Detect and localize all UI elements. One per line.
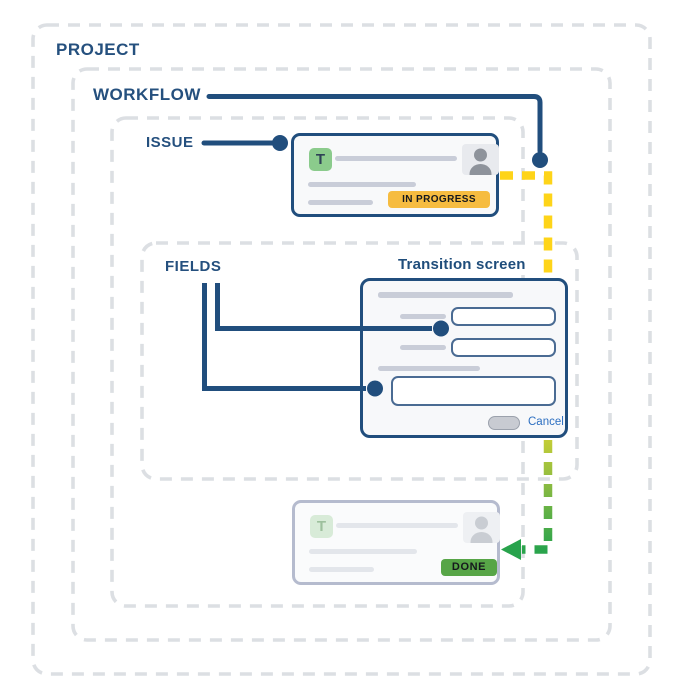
field-label-placeholder bbox=[400, 345, 446, 350]
fields-boundary-box bbox=[140, 241, 579, 481]
project-boundary-box bbox=[31, 23, 652, 676]
input-field-2[interactable] bbox=[451, 338, 556, 357]
text-placeholder bbox=[378, 292, 513, 298]
issue-label: ISSUE bbox=[146, 134, 194, 151]
fields-pointer-dot-1 bbox=[433, 320, 449, 337]
text-placeholder bbox=[378, 366, 480, 371]
project-label: PROJECT bbox=[56, 40, 140, 59]
text-placeholder bbox=[309, 549, 417, 554]
task-type-icon: T bbox=[310, 515, 333, 538]
cancel-button[interactable] bbox=[488, 416, 520, 430]
transition-screen-label: Transition screen bbox=[392, 255, 532, 274]
workflow-pointer-line bbox=[206, 94, 543, 154]
text-placeholder bbox=[335, 156, 457, 161]
text-placeholder bbox=[308, 182, 416, 187]
avatar-icon bbox=[462, 144, 499, 175]
task-type-icon: T bbox=[309, 148, 332, 171]
avatar-icon bbox=[463, 512, 500, 543]
text-placeholder bbox=[309, 567, 374, 572]
flow-line-green bbox=[522, 440, 553, 554]
fields-pointer-dot-2 bbox=[367, 380, 383, 397]
status-badge-done: DONE bbox=[441, 559, 497, 576]
done-card: T bbox=[292, 500, 500, 585]
workflow-label: WORKFLOW bbox=[93, 85, 201, 104]
fields-pointer-line-1 bbox=[215, 283, 432, 331]
fields-pointer-line-2 bbox=[202, 283, 366, 391]
status-badge-in-progress: IN PROGRESS bbox=[388, 191, 490, 208]
cancel-link[interactable]: Cancel bbox=[528, 416, 564, 428]
textarea-field[interactable] bbox=[391, 376, 556, 406]
text-placeholder bbox=[336, 523, 458, 528]
flow-line-yellow bbox=[500, 171, 553, 276]
arrow-left-icon bbox=[501, 539, 521, 560]
transition-screen-dialog: Cancel bbox=[360, 278, 568, 438]
input-field-1[interactable] bbox=[451, 307, 556, 326]
workflow-boundary-box bbox=[71, 67, 612, 642]
issue-pointer-dot bbox=[272, 135, 288, 151]
fields-label: FIELDS bbox=[165, 258, 222, 275]
workflow-pointer-dot bbox=[532, 152, 548, 168]
text-placeholder bbox=[308, 200, 373, 205]
field-label-placeholder bbox=[400, 314, 446, 319]
